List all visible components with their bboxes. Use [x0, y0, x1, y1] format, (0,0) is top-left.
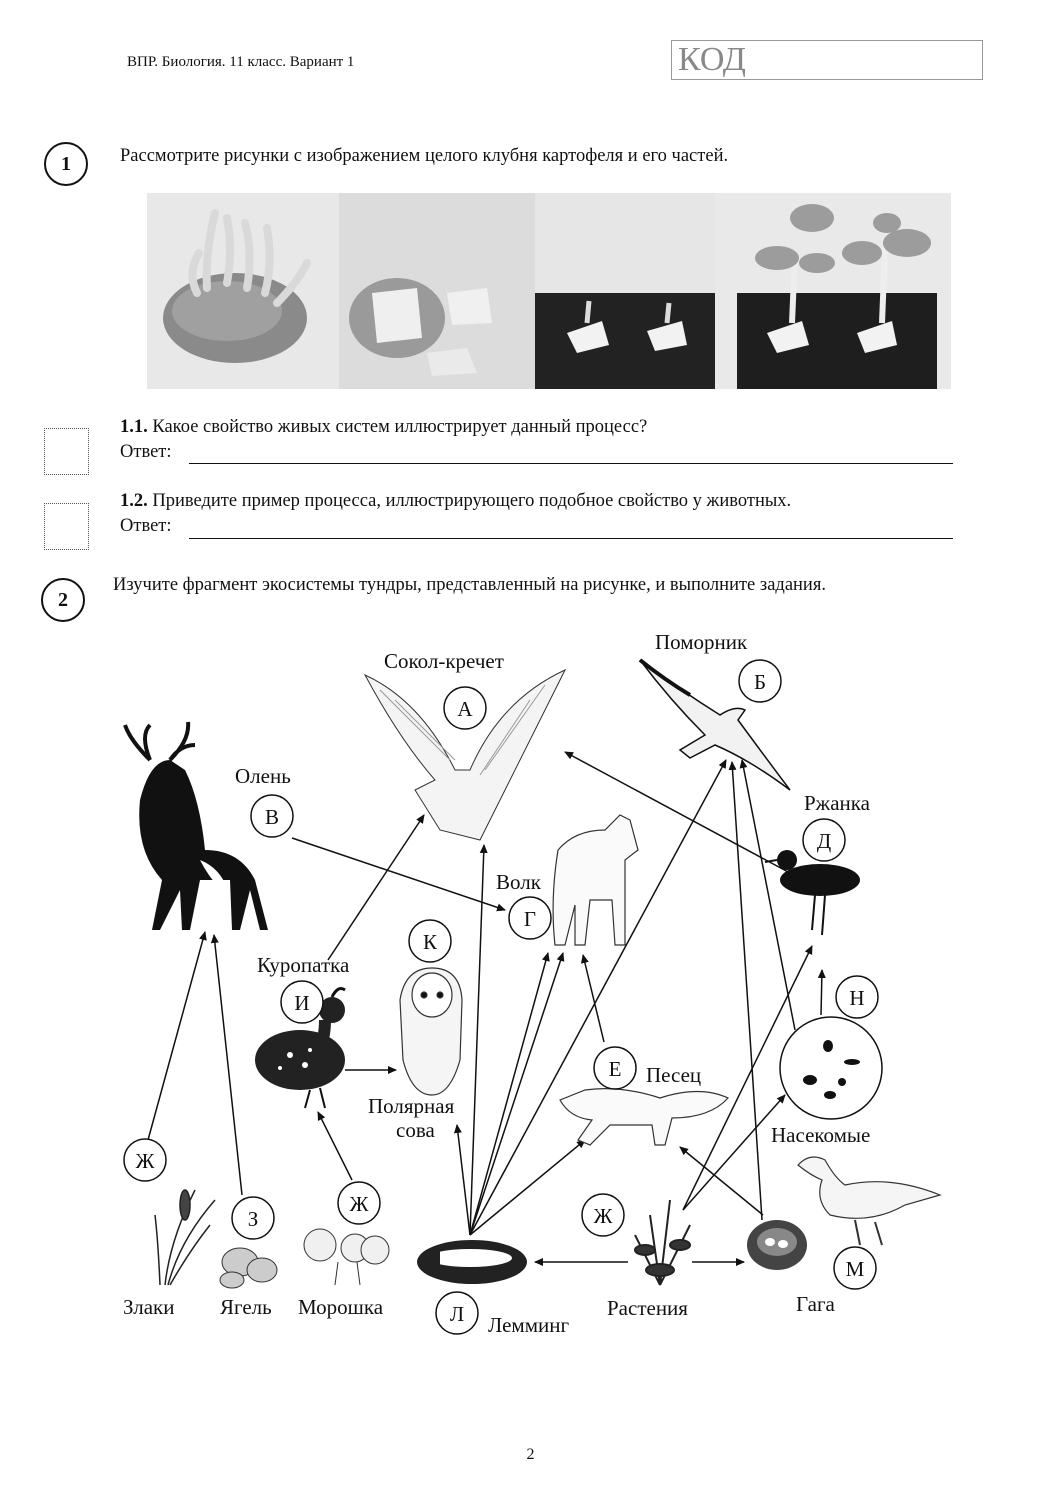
arrow-insects-skua: [742, 760, 795, 1030]
grasses-icon: [155, 1190, 215, 1285]
label-deer: Олень: [235, 764, 291, 788]
letter-M: М: [846, 1257, 865, 1281]
label-lichen: Ягель: [220, 1295, 272, 1319]
arrow-fox-wolf: [583, 955, 604, 1042]
arrow-lemming-owl: [457, 1125, 470, 1235]
label-wolf: Волк: [496, 870, 542, 894]
letter-V: В: [265, 805, 279, 829]
label-owl-line2: сова: [396, 1118, 435, 1142]
letter-Zh-1: Ж: [136, 1149, 155, 1173]
letter-Zh-3: Ж: [594, 1204, 613, 1228]
label-owl-line1: Полярная: [368, 1094, 455, 1118]
letter-Z: З: [248, 1207, 259, 1231]
insects-group: [780, 1017, 882, 1119]
label-plover: Ржанка: [804, 791, 871, 815]
label-plants: Растения: [607, 1296, 688, 1320]
label-falcon: Сокол-кречет: [384, 649, 504, 673]
lichen-icon: [220, 1248, 277, 1288]
arrow-grasses-deer: [148, 932, 205, 1140]
arrow-deer-wolf: [292, 838, 505, 910]
fox-icon: [560, 1089, 728, 1145]
eider-icon: [798, 1157, 940, 1245]
label-partridge: Куропатка: [257, 953, 350, 977]
letter-E: Е: [609, 1057, 622, 1081]
label-insects: Насекомые: [771, 1123, 870, 1147]
letter-K: К: [423, 930, 438, 954]
arrow-lemming-wolf-2: [470, 953, 563, 1235]
deer-icon: [125, 722, 268, 930]
label-lemming: Лемминг: [488, 1313, 569, 1337]
letter-G: Г: [524, 907, 536, 931]
letter-B: Б: [754, 670, 766, 694]
plants-icon: [635, 1200, 690, 1285]
label-cloudberry: Морошка: [298, 1295, 384, 1319]
letter-A: А: [457, 697, 473, 721]
nest-icon: [747, 1220, 807, 1270]
arrow-cloudberry-partridge: [318, 1112, 352, 1180]
cloudberry-icon: [304, 1229, 389, 1285]
letter-N: Н: [849, 986, 864, 1010]
arrow-lemming-falcon: [470, 845, 484, 1235]
letter-I: И: [294, 991, 309, 1015]
label-fox: Песец: [646, 1063, 701, 1087]
arrow-eider-skua: [732, 762, 762, 1220]
label-grasses: Злаки: [123, 1295, 175, 1319]
letter-Zh-2: Ж: [350, 1192, 369, 1216]
owl-icon: [400, 968, 462, 1095]
page-number: 2: [0, 1446, 1061, 1464]
arrow-lemming-wolf-1: [470, 953, 548, 1235]
lemming-icon: [417, 1240, 527, 1284]
arrow-eider-fox: [680, 1147, 763, 1215]
label-eider: Гага: [796, 1292, 836, 1316]
wolf-icon: [553, 815, 638, 945]
arrow-lichen-deer: [214, 935, 242, 1195]
arrow-lemming-fox: [470, 1140, 585, 1235]
arrow-insects-plover: [821, 970, 822, 1015]
letter-D: Д: [817, 829, 831, 853]
plover-icon: [765, 850, 860, 935]
letter-L: Л: [450, 1302, 464, 1326]
label-skua: Поморник: [655, 630, 748, 654]
